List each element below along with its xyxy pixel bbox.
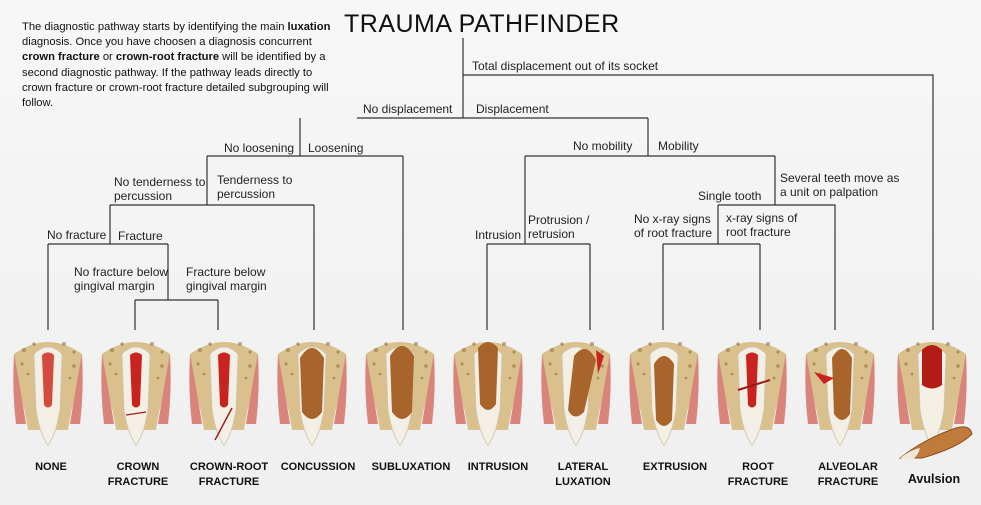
diagnosis-root-fracture: ROOT FRACTURE (727, 461, 789, 488)
label-xray-signs: x-ray signs of root fracture (726, 211, 798, 239)
label-tenderness: Tenderness to percussion (217, 173, 293, 201)
tooth-intrusion-icon (452, 341, 524, 447)
diagnosis-extrusion: EXTRUSION (642, 461, 708, 473)
label-intrusion: Intrusion (475, 228, 522, 242)
label-loosening: Loosening (308, 141, 364, 155)
diagnosis-avulsion: Avulsion (907, 472, 961, 486)
tooth-none-icon (12, 341, 84, 447)
tooth-crown-root-fracture-icon (188, 341, 260, 447)
diagnosis-concussion: CONCUSSION (280, 461, 356, 473)
diagnosis-subluxation: SUBLUXATION (371, 461, 451, 473)
label-no-fracture: No fracture (47, 228, 107, 242)
label-no-displacement: No displacement (363, 102, 453, 116)
tooth-extrusion-icon (628, 341, 700, 447)
tooth-concussion-icon (276, 341, 348, 447)
label-single-tooth: Single tooth (698, 189, 762, 203)
diagnosis-intrusion: INTRUSION (467, 461, 529, 473)
label-total-displacement: Total displacement out of its socket (472, 59, 659, 73)
diagnosis-none: NONE (35, 461, 67, 473)
tooth-crown-fracture-icon (100, 341, 172, 447)
page-title: TRAUMA PATHFINDER (344, 10, 620, 38)
intro-text: The diagnostic pathway starts by identif… (22, 21, 331, 110)
tooth-avulsion-icon (896, 341, 973, 460)
label-no-fracture-below-gingival: No fracture below gingival margin (74, 265, 169, 293)
label-displacement: Displacement (476, 102, 549, 116)
tooth-subluxation-icon (364, 341, 436, 447)
label-no-loosening: No loosening (224, 141, 295, 155)
diagnosis-alveolar-fracture: ALVEOLAR FRACTURE (817, 461, 879, 488)
label-fracture-below-gingival: Fracture below gingival margin (186, 265, 267, 293)
tooth-lateral-luxation-icon (540, 341, 612, 447)
diagnosis-crown-root-fracture: CROWN-ROOT FRACTURE (189, 461, 269, 488)
tooth-root-fracture-icon (716, 341, 788, 447)
label-no-mobility: No mobility (573, 139, 633, 153)
label-no-xray-signs: No x-ray signs of root fracture (634, 212, 713, 240)
label-protrusion-retrusion: Protrusion / retrusion (528, 213, 590, 241)
label-fracture: Fracture (118, 229, 163, 243)
diagnosis-crown-fracture: CROWN FRACTURE (107, 461, 169, 488)
diagnosis-lateral-luxation: LATERAL LUXATION (555, 461, 611, 488)
label-several-teeth: Several teeth move as a unit on palpatio… (780, 171, 900, 199)
label-mobility: Mobility (658, 139, 699, 153)
label-no-tenderness: No tenderness to percussion (114, 175, 206, 203)
tooth-alveolar-fracture-icon (804, 341, 876, 447)
edge-total-displacement (462, 38, 934, 330)
